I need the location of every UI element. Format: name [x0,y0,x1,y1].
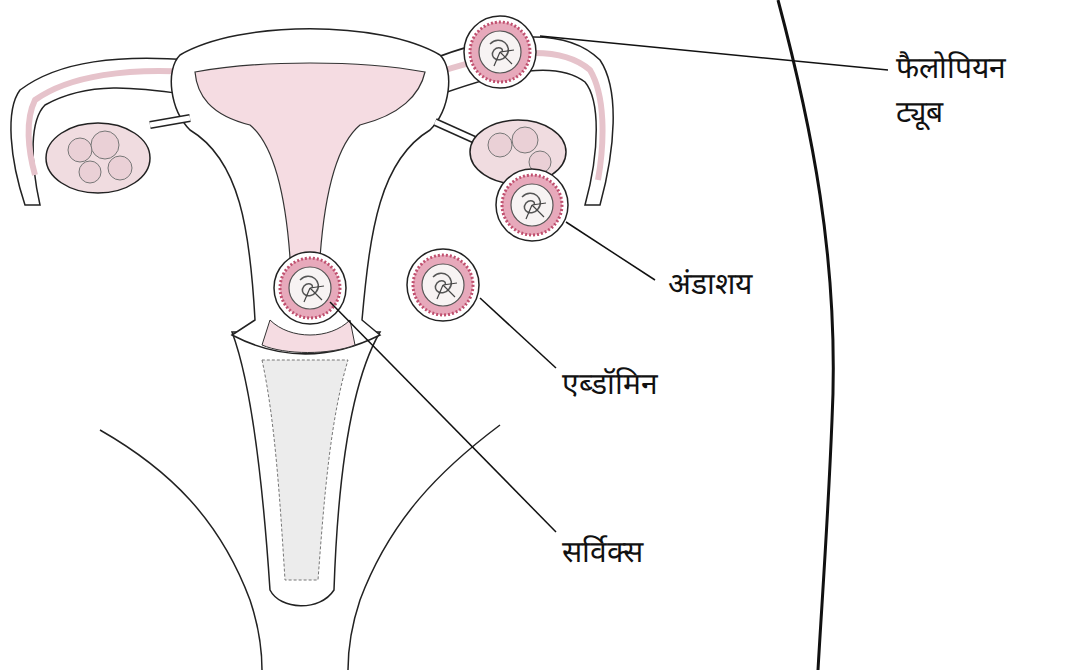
body-outline [778,0,833,670]
ectopic-embryo [274,252,346,324]
leader-lines [330,36,888,532]
part-label: अंडाशय [668,262,752,306]
ectopic-embryo [407,249,479,321]
part-label: एब्डॉमिन [562,362,658,406]
part-label: सर्विक्स [562,530,643,574]
fallopian-tube [11,58,190,205]
uterus [171,29,448,354]
ectopic-embryo [496,169,568,241]
part-label: फैलोपियन ट्यूब [896,46,1046,133]
vagina [232,332,380,606]
ovary [46,123,150,193]
ectopic-embryo [464,16,536,88]
